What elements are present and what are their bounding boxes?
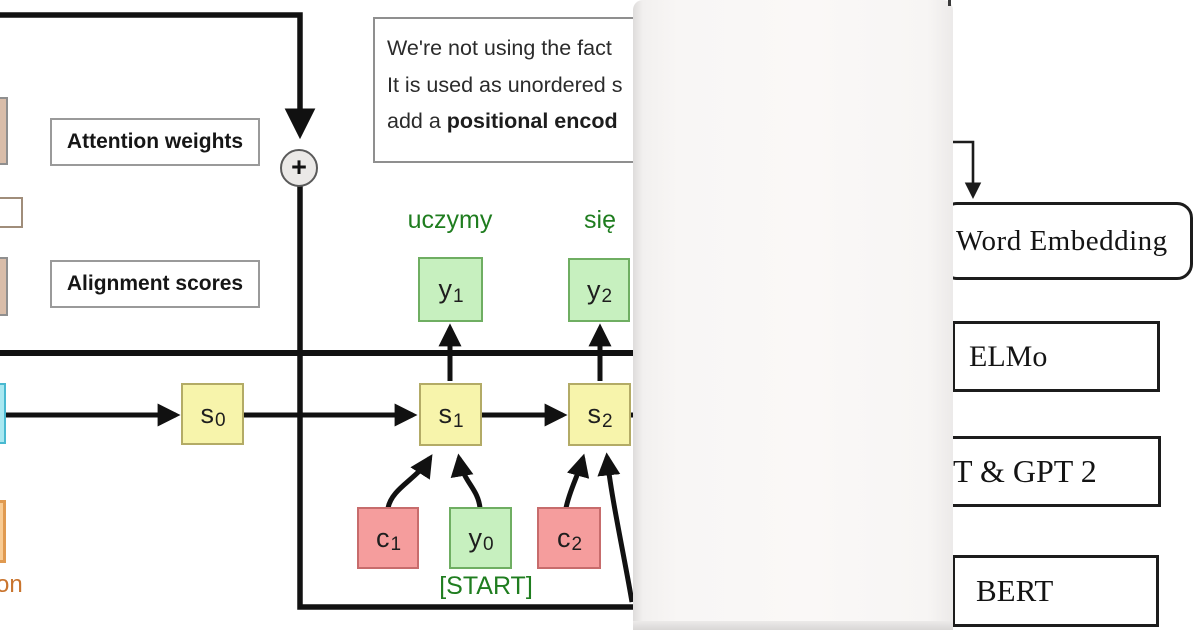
plus-node: +	[280, 149, 318, 187]
node-y1-label: y	[438, 274, 452, 304]
node-s0-subscript: 0	[214, 410, 226, 431]
node-c1-label: c	[375, 522, 390, 553]
attention-weights-label-box: Attention weights	[50, 118, 260, 166]
word-embedding-box: Word Embedding	[953, 202, 1193, 280]
arrow-into-word-embedding	[953, 140, 982, 199]
word-embedding-label: Word Embedding	[956, 224, 1168, 257]
diagram-connector-lines	[0, 12, 633, 610]
cut-word-fragment: on	[0, 571, 23, 598]
node-s0-label: s	[200, 398, 214, 429]
note-line-2: It is used as unordered s	[387, 72, 623, 97]
gpt-label: T & GPT 2	[953, 453, 1097, 489]
node-y0-label: y	[468, 522, 482, 553]
node-y1-subscript: 1	[452, 285, 464, 307]
right-diagram-arrow	[953, 140, 982, 199]
input-word-box-partial	[0, 500, 6, 563]
elmo-label: ELMo	[969, 339, 1048, 373]
node-c2-label: c	[556, 522, 571, 553]
blank-page-strip-footer	[633, 621, 953, 630]
encoder-state-box-partial-2	[0, 257, 8, 316]
node-c1-subscript: 1	[390, 534, 402, 555]
note-line-3-bold: positional encod	[446, 109, 618, 133]
plus-sign: +	[291, 151, 307, 182]
arrow-y1-to-s2	[597, 452, 633, 603]
node-y0-subscript: 0	[482, 534, 494, 555]
node-s1-subscript: 1	[452, 410, 464, 432]
context-line-bottom	[297, 186, 633, 610]
arrow-c1-to-s1	[385, 454, 433, 509]
encoder-state-box-partial	[0, 97, 8, 165]
arrow-c2-to-s2	[563, 453, 590, 509]
score-box-partial	[0, 197, 23, 228]
context-line-top	[0, 12, 316, 140]
node-c2-subscript: 2	[571, 534, 583, 555]
node-s1-label: s	[438, 399, 452, 429]
gpt-box: T & GPT 2	[953, 436, 1161, 507]
note-line-3-prefix: add a	[387, 109, 447, 133]
cut-line-fragment	[948, 0, 951, 6]
attention-weights-label: Attention weights	[66, 130, 244, 153]
arrow-y0-to-s1	[450, 453, 483, 509]
bert-box: BERT	[953, 555, 1159, 627]
target-word-2: się	[584, 206, 616, 234]
note-line-3: add a positional encod	[387, 103, 633, 140]
alignment-scores-label-box: Alignment scores	[50, 260, 260, 308]
elmo-box: ELMo	[953, 321, 1160, 392]
note-line-1: We're not using the fact	[387, 36, 612, 60]
positional-encoding-note-box: We're not using the fact It is used as u…	[373, 17, 633, 163]
node-y2-subscript: 2	[601, 286, 613, 307]
target-word-1: uczymy	[407, 206, 493, 234]
encoder-hidden-box-partial	[0, 383, 6, 444]
node-y2-label: y	[586, 274, 601, 305]
alignment-scores-label: Alignment scores	[66, 272, 244, 295]
bert-label: BERT	[976, 573, 1054, 608]
seq2seq-attention-diagram: + on Attention weights Alignment scores …	[0, 12, 633, 610]
nlp-models-diagram: Word Embedding ELMo T & GPT 2 BERT	[953, 0, 1200, 630]
blank-page-strip	[633, 0, 953, 630]
node-s2-subscript: 2	[601, 410, 613, 432]
node-s2-label: s	[587, 399, 601, 429]
start-token-label: [START]	[439, 572, 533, 600]
